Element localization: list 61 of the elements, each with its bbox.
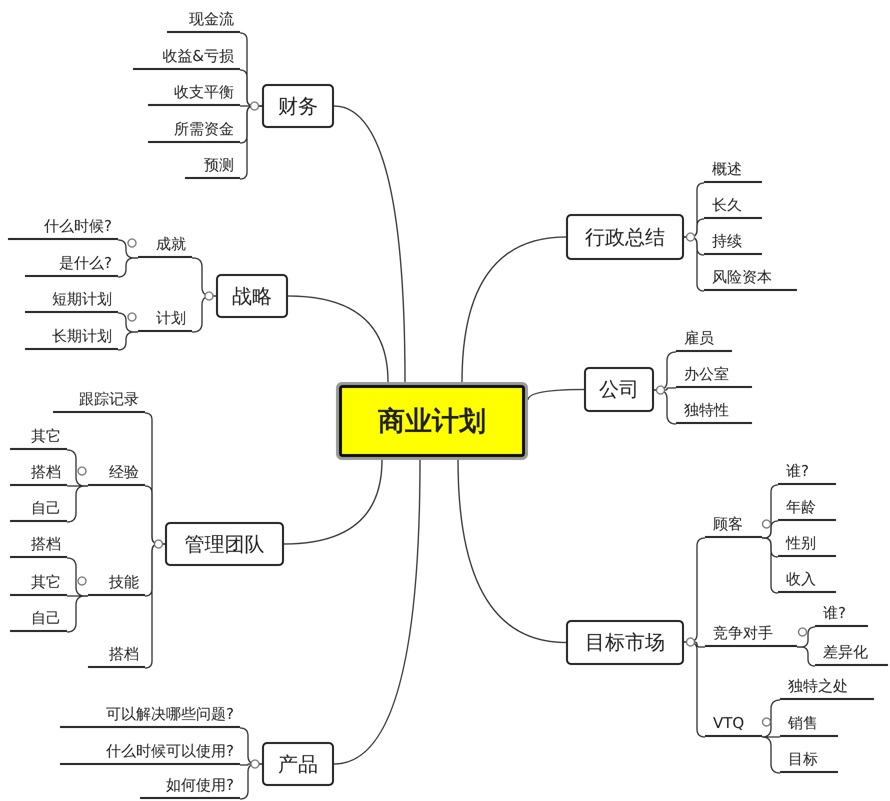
subtopic-label: 收支平衡 xyxy=(148,80,240,106)
subtopic-label: 持续 xyxy=(704,229,762,255)
subtopic-label: 短期计划 xyxy=(25,287,118,313)
subtopic-label: 谁? xyxy=(815,601,868,627)
subtopic-label: 目标 xyxy=(780,747,838,773)
subtopic-label: 收入 xyxy=(778,567,836,593)
subtopic-label: 差异化 xyxy=(815,640,888,666)
subtopic-label: 风险资本 xyxy=(704,265,797,291)
branch-line xyxy=(797,646,816,667)
subtopic-label: 预测 xyxy=(185,153,240,179)
topic-box: 财务 xyxy=(262,84,334,128)
subtopic-label: 顾客 xyxy=(705,512,762,538)
subtopic-label: 收益&亏损 xyxy=(133,44,240,70)
subtopic-label: 年龄 xyxy=(778,495,836,521)
topic-box: 产品 xyxy=(262,742,334,786)
topic-box: 管理团队 xyxy=(165,522,284,566)
subtopic-label: 销售 xyxy=(780,711,838,737)
branch-line xyxy=(117,331,138,351)
branch-line xyxy=(117,257,138,278)
branch-line xyxy=(288,295,389,382)
branch-line xyxy=(527,388,584,400)
subtopic-label: 自己 xyxy=(10,496,67,522)
branch-line xyxy=(457,460,566,644)
subtopic-label: 独特之处 xyxy=(780,674,874,700)
topic-box: 目标市场 xyxy=(566,620,684,665)
branch-line xyxy=(334,105,406,382)
central-topic-box: 商业计划 xyxy=(336,382,528,460)
subtopic-label: 雇员 xyxy=(676,326,732,352)
topic-box: 公司 xyxy=(584,367,654,412)
subtopic-label: 现金流 xyxy=(167,7,240,33)
subtopic-label: 性别 xyxy=(778,531,836,557)
subtopic-label: 成就 xyxy=(138,232,192,258)
subtopic-label: 跟踪记录 xyxy=(53,387,145,413)
subtopic-label: 搭档 xyxy=(10,460,67,486)
topic-box: 战略 xyxy=(216,274,288,318)
subtopic-label: 其它 xyxy=(10,570,67,596)
branch-line xyxy=(284,460,383,545)
subtopic-label: 是什么? xyxy=(25,251,118,277)
subtopic-label: 长久 xyxy=(704,193,762,219)
subtopic-label: 计划 xyxy=(138,306,192,332)
branch-line xyxy=(461,236,566,382)
subtopic-label: 搭档 xyxy=(88,642,145,668)
subtopic-label: 概述 xyxy=(704,157,762,183)
subtopic-label: VTQ xyxy=(705,711,762,737)
subtopic-label: 办公室 xyxy=(676,362,752,388)
subtopic-label: 其它 xyxy=(10,424,67,450)
topic-box: 行政总结 xyxy=(566,214,684,260)
subtopic-label: 经验 xyxy=(88,460,145,486)
subtopic-label: 技能 xyxy=(88,570,145,596)
subtopic-label: 什么时候可以使用? xyxy=(60,739,240,765)
subtopic-label: 所需资金 xyxy=(148,117,240,143)
subtopic-label: 搭档 xyxy=(10,532,67,558)
subtopic-label: 谁? xyxy=(778,459,836,485)
subtopic-label: 长期计划 xyxy=(25,324,118,350)
subtopic-label: 可以解决哪些问题? xyxy=(60,702,240,728)
subtopic-label: 独特性 xyxy=(676,398,752,424)
subtopic-label: 竞争对手 xyxy=(705,621,797,647)
subtopic-label: 什么时候? xyxy=(8,214,118,240)
branch-line xyxy=(334,460,421,765)
subtopic-label: 自己 xyxy=(10,606,67,632)
subtopic-label: 如何使用? xyxy=(140,773,240,799)
